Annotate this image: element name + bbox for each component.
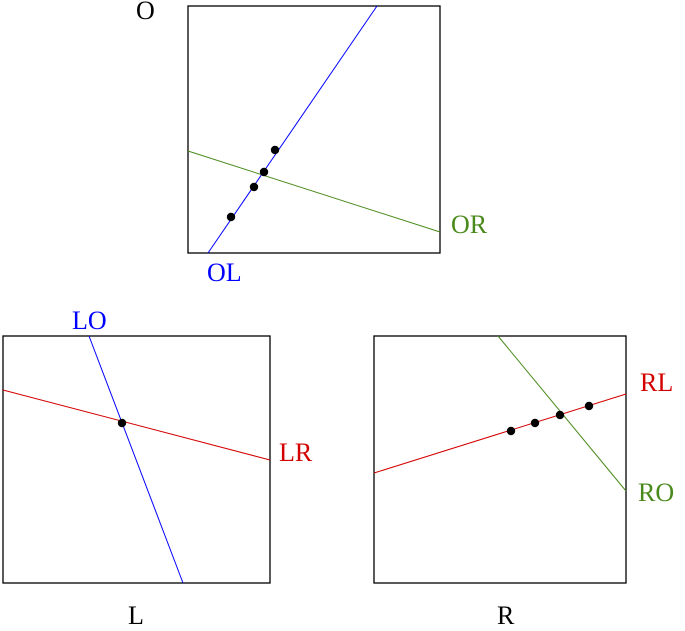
panel-l-red-line-label: LR <box>279 438 313 467</box>
panel-r-point <box>555 410 565 420</box>
panel-l-point <box>117 418 127 428</box>
panel-o-title: O <box>136 0 155 25</box>
panel-o-point <box>259 167 269 177</box>
panel-l-blue-line <box>88 335 184 584</box>
panel-r-red-line-label: RL <box>640 368 673 397</box>
panel-o-frame <box>187 5 441 254</box>
panel-r-point <box>584 401 594 411</box>
panel-r-point <box>506 426 516 436</box>
panel-o-green-line <box>187 150 441 233</box>
panel-r-green-line-label: RO <box>638 478 674 507</box>
panel-r-title: R <box>497 601 515 630</box>
panel-o-green-line-label: OR <box>451 210 488 239</box>
panel-r-point <box>530 418 540 428</box>
panel-o-point <box>270 145 280 155</box>
panel-r: RL RO R <box>373 335 674 630</box>
panel-o: O OL OR <box>136 0 488 287</box>
panel-r-frame <box>373 335 627 584</box>
panel-l: LO LR L <box>2 306 313 630</box>
panel-l-title: L <box>128 601 144 630</box>
panel-o-point <box>226 212 236 222</box>
panel-o-blue-line <box>207 5 378 254</box>
panel-l-red-line <box>2 389 271 461</box>
panel-r-red-line <box>373 393 627 474</box>
panel-o-point <box>249 182 259 192</box>
panel-l-blue-line-label: LO <box>72 306 107 335</box>
panel-o-blue-line-label: OL <box>207 258 242 287</box>
